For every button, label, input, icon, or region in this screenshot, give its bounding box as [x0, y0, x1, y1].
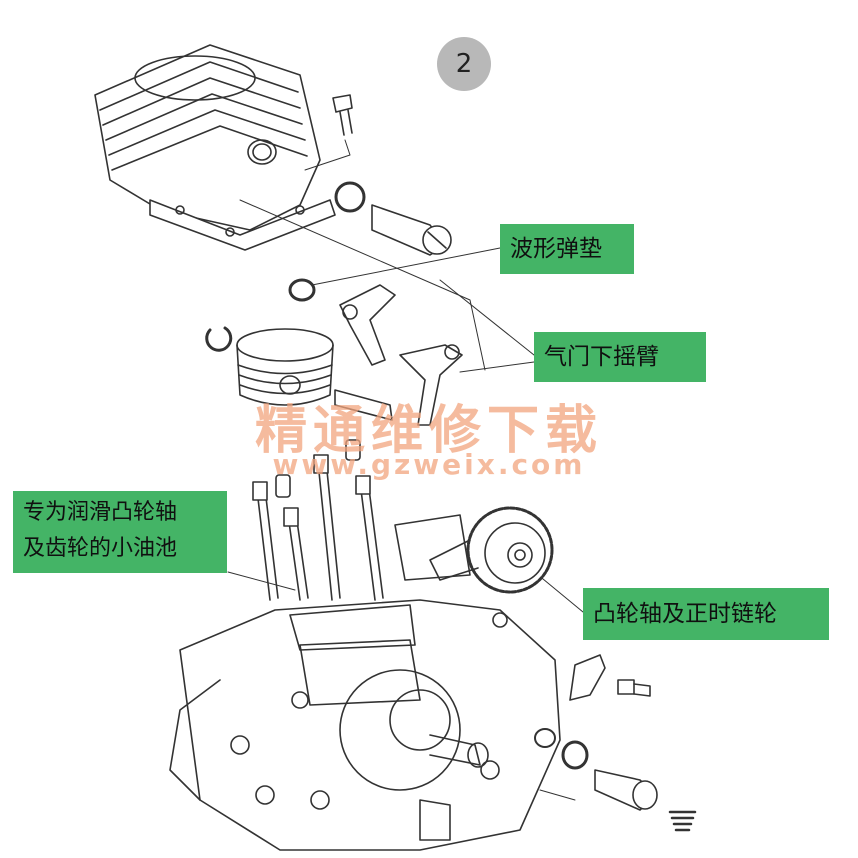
cap [275, 474, 291, 498]
cylinder-block [94, 44, 336, 251]
small-bolt [617, 679, 651, 697]
piston-pin [334, 389, 393, 421]
rocker-arm-1 [339, 284, 396, 366]
wave-washer [288, 278, 316, 302]
o-ring-small [561, 740, 589, 770]
shaft [594, 769, 658, 811]
label-oil-pool: 专为润滑凸轮轴 及齿轮的小油池 [13, 491, 227, 573]
label-oil-pool-line1: 专为润滑凸轮轴 [23, 500, 178, 525]
circlip [205, 326, 233, 352]
label-wave-washer: 波形弹垫 [500, 224, 634, 274]
bracket [569, 654, 606, 701]
step-number-badge: 2 [437, 37, 491, 91]
piston [236, 328, 334, 406]
o-ring [334, 181, 366, 213]
camshaft-gear [429, 506, 554, 594]
rocker-arm-2 [399, 344, 463, 426]
pointer-line [304, 139, 351, 171]
cap [345, 439, 361, 461]
spring [668, 810, 697, 832]
rocker-shaft [371, 204, 452, 256]
label-oil-pool-line2: 及齿轮的小油池 [23, 536, 178, 561]
bolt [332, 94, 353, 136]
stud-bolts [252, 454, 384, 601]
label-valve-rocker: 气门下摇臂 [534, 332, 706, 382]
washer [534, 728, 556, 748]
crankcase [169, 514, 561, 851]
label-camshaft-sprocket: 凸轮轴及正时链轮 [583, 588, 829, 640]
